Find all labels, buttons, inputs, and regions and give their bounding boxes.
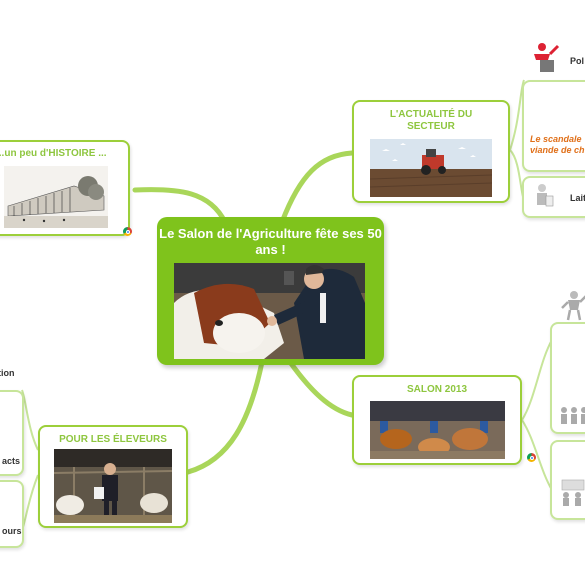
- item-scandale-line2: viande de ch: [530, 145, 585, 155]
- chrome-icon[interactable]: [123, 227, 132, 236]
- link-eleveurs: [185, 359, 265, 475]
- left-item-acts-label: acts: [2, 456, 21, 466]
- branch-actualite[interactable]: L'ACTUALITÉ DU SECTEUR: [352, 100, 510, 203]
- actualite-tractor-photo: [370, 139, 492, 197]
- branch-eleveurs[interactable]: POUR LES ÉLEVEURS: [38, 425, 188, 528]
- person-figure-icon: [561, 291, 585, 321]
- crowd-icon: [561, 407, 585, 424]
- link-left-1: [21, 389, 39, 451]
- item-crowd[interactable]: [550, 322, 585, 434]
- eleveurs-barn-photo: [54, 449, 172, 523]
- histoire-engraving: [4, 166, 108, 228]
- branch-histoire[interactable]: ...un peu d'HISTOIRE ...: [0, 140, 132, 236]
- item-lait-label: Lait: [570, 193, 585, 203]
- link-histoire: [132, 187, 228, 225]
- item-pol[interactable]: Pol: [532, 42, 585, 76]
- branch-actualite-title: L'ACTUALITÉ DU SECTEUR: [389, 109, 473, 132]
- left-item-ours[interactable]: ours: [0, 480, 24, 548]
- group-icon: [561, 479, 585, 506]
- link-left-2: [21, 474, 39, 531]
- item-group[interactable]: [550, 440, 585, 520]
- milk-person-icon: [537, 184, 554, 207]
- link-actualite: [279, 150, 355, 225]
- left-item-tion[interactable]: tion: [0, 368, 15, 378]
- branch-salon[interactable]: SALON 2013: [352, 375, 536, 465]
- link-salon: [287, 359, 355, 418]
- branch-salon-title: SALON 2013: [406, 384, 468, 395]
- central-title: Le Salon de l'Agriculture fête ses 50 an…: [159, 226, 382, 257]
- link-right-3: [521, 339, 553, 421]
- link-right-4: [521, 419, 553, 491]
- branch-eleveurs-title: POUR LES ÉLEVEURS: [59, 434, 167, 445]
- left-item-acts[interactable]: acts: [0, 390, 24, 476]
- left-item-ours-label: ours: [2, 526, 22, 536]
- central-photo: [174, 263, 365, 359]
- item-lait[interactable]: Lait: [522, 176, 585, 218]
- salon-cattle-photo: [370, 401, 505, 459]
- chrome-icon[interactable]: [527, 453, 536, 462]
- central-topic[interactable]: Le Salon de l'Agriculture fête ses 50 an…: [157, 217, 384, 365]
- speaker-podium-icon: [534, 43, 560, 72]
- item-pol-label: Pol: [570, 56, 585, 66]
- item-scandale-line1: Le scandale: [530, 134, 582, 144]
- item-scandale[interactable]: Le scandale viande de ch: [522, 80, 585, 172]
- branch-histoire-title: ...un peu d'HISTOIRE ...: [0, 148, 107, 159]
